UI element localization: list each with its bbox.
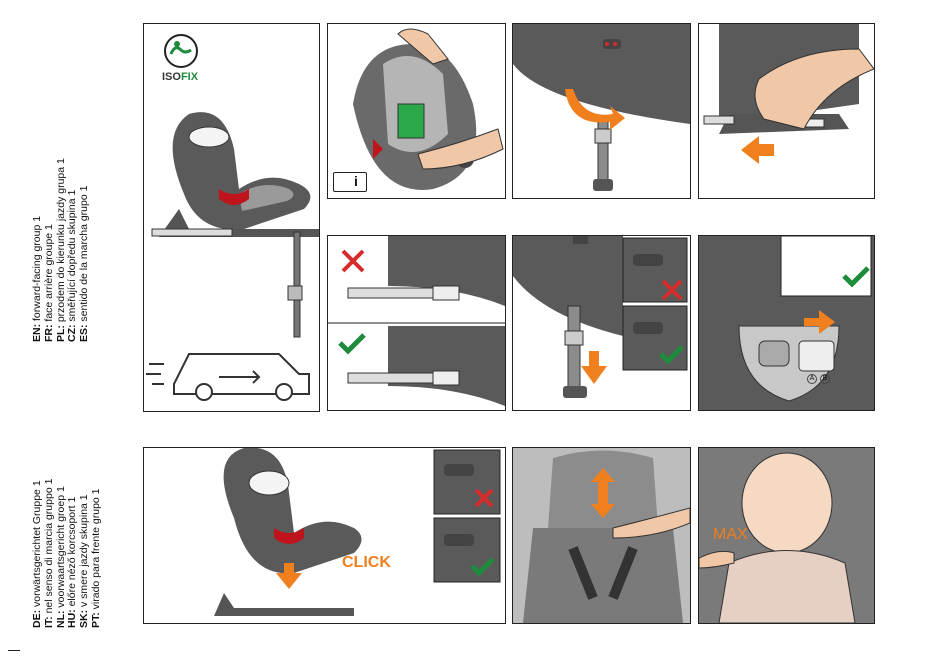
arrow-icon [804,310,835,334]
car-direction-icon [146,353,310,401]
panel-support-leg-adjust [512,235,691,411]
footer-rule [8,650,20,651]
panel-headrest-max: MAX [698,447,875,624]
arrow-icon [741,136,774,164]
cross-icon [474,488,494,508]
isofix-logo-text: ISOFIX [162,71,199,83]
check-icon [470,557,495,577]
panel-isofix-extend [698,23,875,199]
support-leg-adjust-illustration [513,236,688,398]
lang-line: ES: sentido de la marcha grupo 1 [78,185,91,342]
language-list-forward-facing-2: DE: vorwärtsgerichtet Gruppe 1 IT: nel s… [31,479,103,629]
cross-icon [341,249,365,273]
cross-icon [661,279,683,301]
check-icon [338,333,366,355]
lang-line: PT: virado para frente grupo 1 [89,488,102,629]
click-label: CLICK [342,554,391,571]
button-label-a: A [807,374,817,384]
check-icon [659,345,684,365]
indicator-check-illustration [699,236,874,410]
arrow-icon [565,89,625,130]
arrow-icon [581,351,607,384]
arrow-icon [591,468,615,518]
button-label-b: B [820,374,830,384]
headrest-adjust-illustration [513,448,690,623]
headrest-max-illustration [699,448,874,623]
panel-support-leg-unfold [512,23,691,199]
seat-click-illustration [214,448,501,616]
overview-illustration [146,34,319,401]
language-list-forward-facing: EN: forward-facing group 1 FR: face arri… [31,158,91,342]
max-label: MAX [713,526,748,543]
arrow-icon [276,563,302,589]
panel-overview: ISOFIX [143,23,320,412]
panel-seat-click: CLICK [143,447,506,624]
check-icon [842,266,870,288]
isofix-logo-icon [164,34,198,68]
panel-indicator-check: A B [698,235,875,411]
isofix-check-illustration [328,236,505,406]
panel-seat-prepare: i [327,23,506,199]
isofix-extend-illustration [703,24,874,164]
manual-book-icon: i [333,172,367,192]
panel-headrest-adjust [512,447,691,624]
panel-isofix-check [327,235,506,411]
seat-prepare-illustration [353,28,504,190]
support-leg-illustration [513,24,690,191]
